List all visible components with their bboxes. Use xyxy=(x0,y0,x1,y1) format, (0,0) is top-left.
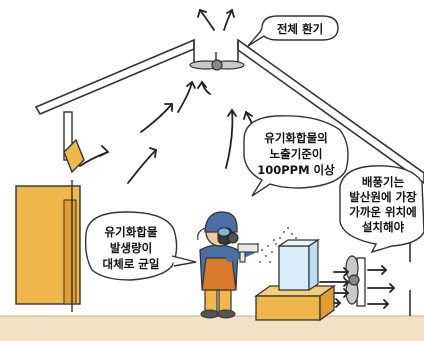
sprayed-object xyxy=(278,245,310,291)
fan-placement-line-2: 발산원에 가장 xyxy=(349,190,417,204)
roof-left xyxy=(34,38,195,116)
even-emission-line-2: 발생량이 xyxy=(110,241,152,255)
ventilation-label: 전체 환기 xyxy=(277,22,323,36)
voc-limit-bubble: 유기화합물의 노출기준이 100PPM 이상 xyxy=(243,115,349,197)
ventilation-bubble: 전체 환기 xyxy=(247,15,339,47)
even-emission-line-3: 대체로 균일 xyxy=(103,257,160,271)
worker-figure xyxy=(197,211,259,319)
even-emission-bubble: 유기화합물 발생량이 대체로 균일 xyxy=(84,211,197,281)
work-box xyxy=(255,295,321,321)
ceiling-fan-icon xyxy=(189,52,245,71)
fan-placement-line-4: 설치해야 xyxy=(362,220,405,234)
floor xyxy=(0,316,424,341)
voc-limit-line-1: 유기화합물의 xyxy=(264,131,327,145)
voc-limit-line-2: 노출기준이 xyxy=(270,147,323,161)
fan-placement-bubble: 배풍기는 발산원에 가장 가까운 위치에 설치해야 xyxy=(339,165,424,254)
exhaust-fan-icon xyxy=(345,255,366,307)
window-flap xyxy=(63,138,85,174)
spray-gun-icon xyxy=(237,243,259,253)
fan-placement-line-3: 가까운 위치에 xyxy=(349,205,416,219)
voc-limit-line-3: 100PPM 이상 xyxy=(257,163,335,177)
fan-placement-line-1: 배풍기는 xyxy=(362,175,405,189)
even-emission-line-1: 유기화합물 xyxy=(105,225,158,239)
